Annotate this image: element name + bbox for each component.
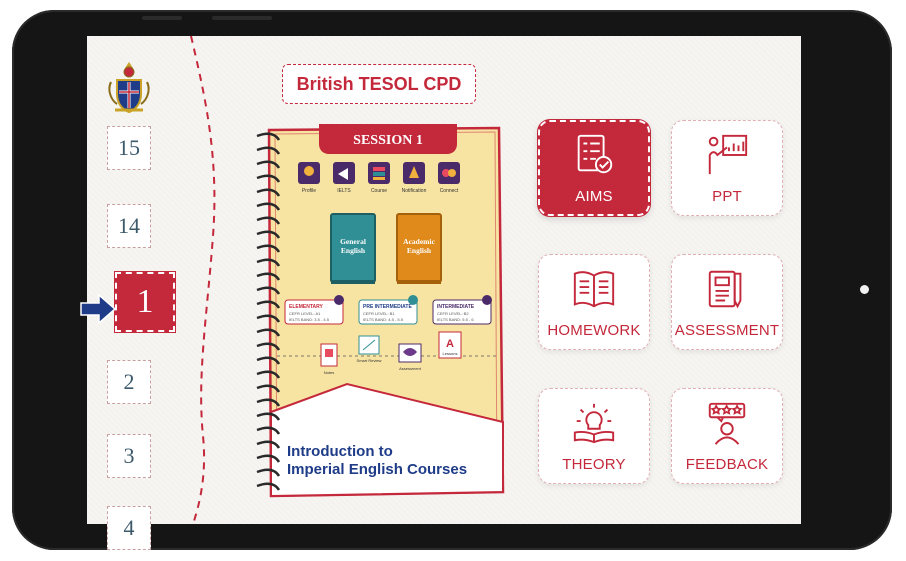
app-screen: 15 14 1 2 3 4 British TESOL CPD SESSION … [80, 35, 801, 550]
session-4-button[interactable]: 4 [107, 506, 151, 550]
svg-text:INTERMEDIATE: INTERMEDIATE [437, 304, 475, 310]
svg-text:Connect: Connect [440, 188, 459, 194]
assessment-tool[interactable]: Assessment [398, 343, 422, 371]
exam-icon [708, 270, 742, 308]
theory-label: THEORY [562, 455, 626, 473]
svg-text:Introduction to: Introduction to [287, 443, 393, 460]
homework-button[interactable]: HOMEWORK [538, 254, 650, 350]
session-label: SESSION 1 [319, 124, 457, 154]
svg-text:SESSION 1: SESSION 1 [353, 133, 423, 148]
session-1-button[interactable]: 1 [115, 272, 175, 332]
camera-dot [860, 285, 869, 294]
session-sidebar: 15 14 1 2 3 4 [80, 35, 216, 550]
level-pre-intermediate[interactable]: PRE INTERMEDIATE CEFR LEVEL: B1 IELTS BA… [358, 295, 418, 325]
smart-review-tool[interactable]: Smart Review [357, 335, 382, 363]
volume-button [142, 16, 182, 20]
presentation-icon [708, 134, 748, 174]
lightbulb-icon [573, 403, 615, 443]
aims-label: AIMS [575, 187, 613, 205]
assessment-label: ASSESSMENT [674, 321, 780, 339]
svg-text:English: English [407, 246, 432, 255]
svg-text:IELTS BAND: 3.5 - 4.5: IELTS BAND: 3.5 - 4.5 [289, 317, 330, 322]
svg-text:English: English [341, 246, 366, 255]
rating-feedback-icon [708, 402, 746, 445]
aims-button[interactable]: AIMS [538, 120, 650, 216]
session-15-button[interactable]: 15 [107, 126, 151, 170]
ppt-label: PPT [712, 187, 742, 205]
app-title: British TESOL CPD [282, 64, 476, 104]
assessment-button[interactable]: ASSESSMENT [671, 254, 783, 350]
svg-text:PRE INTERMEDIATE: PRE INTERMEDIATE [363, 304, 412, 310]
svg-text:CEFR LEVEL: B2: CEFR LEVEL: B2 [437, 311, 469, 316]
academic-english-book[interactable]: Academic English [396, 213, 442, 284]
svg-text:IELTS: IELTS [337, 188, 351, 194]
svg-text:Academic: Academic [403, 237, 435, 246]
level-intermediate[interactable]: INTERMEDIATE CEFR LEVEL: B2 IELTS BAND: … [432, 295, 492, 325]
homework-label: HOMEWORK [547, 321, 641, 339]
session-3-button[interactable]: 3 [107, 434, 151, 478]
theory-button[interactable]: THEORY [538, 388, 650, 484]
ppt-button[interactable]: PPT [671, 120, 783, 216]
svg-text:Smart Review: Smart Review [357, 358, 382, 363]
svg-text:IELTS BAND: 4.5 - 5.5: IELTS BAND: 4.5 - 5.5 [363, 317, 404, 322]
svg-text:CEFR LEVEL: A1: CEFR LEVEL: A1 [289, 311, 321, 316]
notification-icon[interactable]: Notification [402, 162, 427, 194]
svg-text:IELTS BAND: 5.5 - 6: IELTS BAND: 5.5 - 6 [437, 317, 474, 322]
svg-text:Course: Course [371, 188, 387, 194]
svg-text:Imperial English Courses: Imperial English Courses [287, 461, 467, 478]
crest-logo [108, 62, 150, 114]
sidebar-divider [190, 35, 216, 525]
checklist-icon [577, 134, 613, 173]
feedback-button[interactable]: FEEDBACK [671, 388, 783, 484]
ielts-icon[interactable]: IELTS [333, 162, 355, 194]
notes-tool[interactable]: Notes [320, 343, 338, 375]
svg-text:ELEMENTARY: ELEMENTARY [289, 304, 324, 310]
session-notebook[interactable]: SESSION 1 Profile IELTS Course Notificat… [247, 122, 507, 502]
general-english-book[interactable]: General English [330, 213, 376, 284]
power-button [212, 16, 272, 20]
session-2-button[interactable]: 2 [107, 360, 151, 404]
svg-text:General: General [340, 237, 366, 246]
svg-text:Profile: Profile [302, 188, 316, 194]
course-icon[interactable]: Course [368, 162, 390, 194]
current-session-arrow-icon [80, 293, 117, 325]
svg-text:CEFR LEVEL: B1: CEFR LEVEL: B1 [363, 311, 395, 316]
session-title: Introduction to Imperial English Courses [287, 443, 467, 478]
feedback-label: FEEDBACK [685, 455, 769, 473]
open-book-icon [573, 270, 615, 307]
svg-text:A: A [446, 338, 454, 350]
spiral-binding [256, 132, 281, 491]
level-elementary[interactable]: ELEMENTARY CEFR LEVEL: A1 IELTS BAND: 3.… [284, 295, 344, 325]
svg-text:Notes: Notes [324, 370, 334, 375]
connect-icon[interactable]: Connect [438, 162, 460, 194]
session-14-button[interactable]: 14 [107, 204, 151, 248]
profile-icon[interactable]: Profile [298, 162, 320, 194]
svg-text:Notification: Notification [402, 188, 427, 194]
svg-text:Lessons: Lessons [443, 351, 458, 356]
svg-text:Assessment: Assessment [399, 366, 422, 371]
lessons-tool[interactable]: A Lessons [438, 331, 462, 359]
